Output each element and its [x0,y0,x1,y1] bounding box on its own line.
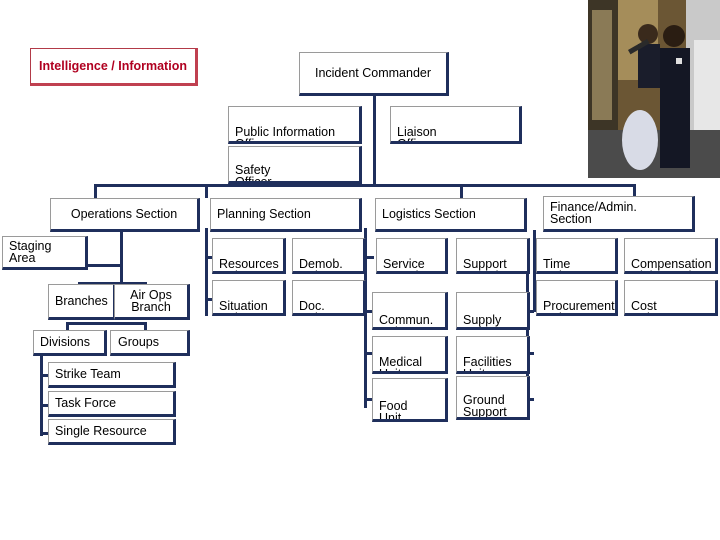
compensation-claims-unit-box: Compensation Claims Unit [624,238,718,274]
planning-section-label: Planning Section [217,206,311,221]
situation-unit-box: Situation Unit [212,280,286,316]
connector [94,184,97,198]
connector [40,374,48,377]
ground-support-unit-box: Ground Support Unit [456,376,530,420]
connector [94,184,636,187]
doc-unit-box: Doc. Unit [292,280,366,316]
safety-officer-label: Safety Officer [235,162,272,184]
air-ops-branch-label: Air Ops Branch [130,287,172,314]
officers-photo-graphic [588,0,720,178]
cost-unit-label: Cost Unit [631,298,657,313]
medical-unit-label: Medical Unit [379,354,423,374]
connector [528,352,534,355]
service-branch-label: Service Branch [383,256,425,271]
finance-admin-section-box: Finance/Admin. Section [543,196,695,232]
liaison-officer-box: Liaison Officer [390,106,522,144]
finance-admin-section-label: Finance/Admin. Section [550,199,637,226]
branches-label: Branches [55,293,108,308]
time-unit-label: Time Unit [543,256,571,271]
procurement-unit-box: Procurement Unit [536,280,618,316]
divisions-box: Divisions [33,330,107,356]
demob-unit-label: Demob. Unit [299,256,343,271]
intelligence-information-box: Intelligence / Information [30,48,198,86]
service-branch-box: Service Branch [376,238,448,274]
connector [205,228,208,316]
connector [364,228,367,408]
connector [633,184,636,198]
connector [364,256,374,259]
connector [78,282,146,285]
single-resource-label: Single Resource [55,423,147,438]
connector [144,322,147,330]
strike-team-box: Strike Team [48,362,176,388]
compensation-claims-unit-label: Compensation Claims Unit [631,256,712,271]
groups-box: Groups [110,330,190,356]
commun-unit-box: Commun. Unit [372,292,448,330]
public-information-officer-box: Public Information Officer [228,106,362,144]
supply-unit-label: Supply Unit [463,312,502,327]
connector [40,404,48,407]
connector [66,322,69,330]
support-branch-label: Support Branch [463,256,507,271]
connector [40,432,48,435]
safety-officer-box: Safety Officer [228,146,362,184]
resources-unit-label: Resources Unit [219,256,279,271]
medical-unit-box: Medical Unit [372,336,448,374]
connector [205,256,213,259]
connector [528,310,534,313]
task-force-box: Task Force [48,391,176,417]
incident-commander-label: Incident Commander [314,65,432,80]
connector [120,232,123,284]
connector [205,184,208,198]
connector [373,94,376,186]
connector [86,264,123,267]
support-branch-box: Support Branch [456,238,530,274]
air-ops-branch-box: Air Ops Branch [114,284,190,320]
connector [364,310,372,313]
planning-section-box: Planning Section [210,198,362,232]
commun-unit-label: Commun. Unit [379,312,434,327]
operations-section-box: Operations Section [50,198,200,232]
liaison-officer-label: Liaison Officer [397,124,437,144]
facilities-unit-label: Facilities Unit [463,354,512,374]
logistics-section-box: Logistics Section [375,198,527,232]
connector [364,352,372,355]
ground-support-unit-label: Ground Support Unit [463,392,507,419]
task-force-label: Task Force [55,395,117,410]
time-unit-box: Time Unit [536,238,618,274]
procurement-unit-label: Procurement Unit [543,298,615,313]
resources-unit-box: Resources Unit [212,238,286,274]
connector [40,354,43,436]
branches-box: Branches [48,284,116,320]
officers-photo [588,0,720,178]
doc-unit-label: Doc. Unit [299,298,325,313]
connector [205,298,213,301]
divisions-label: Divisions [40,334,91,349]
demob-unit-box: Demob. Unit [292,238,366,274]
intelligence-information-label: Intelligence / Information [39,58,187,73]
strike-team-label: Strike Team [55,366,121,381]
facilities-unit-box: Facilities Unit [456,336,530,374]
operations-section-label: Operations Section [70,206,178,221]
single-resource-box: Single Resource [48,419,176,445]
connector [364,398,372,401]
supply-unit-box: Supply Unit [456,292,530,330]
cost-unit-box: Cost Unit [624,280,718,316]
connector [533,230,536,312]
situation-unit-label: Situation Unit [219,298,268,313]
groups-label: Groups [118,334,159,349]
logistics-section-label: Logistics Section [382,206,476,221]
connector [460,184,463,198]
public-information-officer-label: Public Information Officer [235,124,336,144]
food-unit-label: Food Unit [379,398,408,422]
staging-area-box: Staging Area [2,236,88,270]
incident-commander-box: Incident Commander [299,52,449,96]
staging-area-label: Staging Area [9,238,52,265]
connector [66,322,146,325]
connector [528,398,534,401]
food-unit-box: Food Unit [372,378,448,422]
